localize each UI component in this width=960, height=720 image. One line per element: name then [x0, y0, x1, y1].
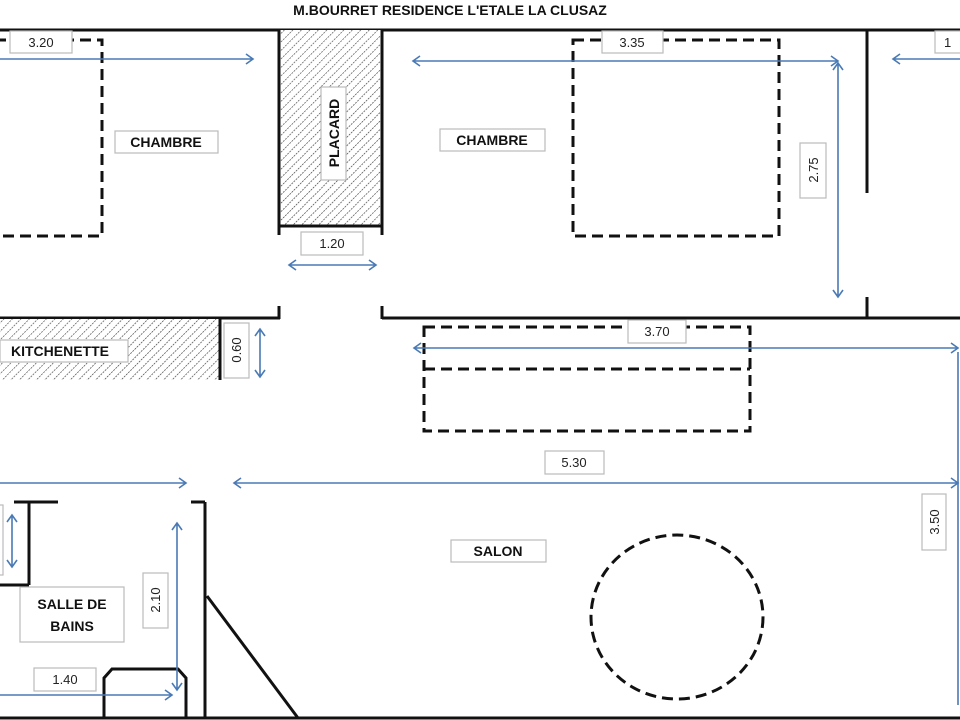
placard-closet: PLACARD — [277, 30, 384, 235]
dim-3-35: 3.35 — [601, 30, 664, 54]
label-text: 3.70 — [644, 324, 669, 339]
label-text: 5.30 — [561, 455, 586, 470]
label-text: 3.50 — [927, 509, 942, 534]
dim-3-50: 3.50 — [921, 493, 947, 551]
bathtub-fixture — [102, 667, 188, 718]
label-text: 1.40 — [52, 672, 77, 687]
label-text: 0.60 — [229, 337, 244, 362]
label-text: CHAMBRE — [130, 134, 202, 150]
dim-2-75: 2.75 — [799, 142, 827, 199]
kitchenette-label: KITCHENETTE — [11, 343, 109, 359]
bed-left — [0, 38, 104, 238]
label-text: SALLE DE — [37, 596, 106, 612]
dim-3-70: 3.70 — [627, 319, 687, 344]
label-text: SALON — [474, 543, 523, 559]
label-text: 1.20 — [319, 236, 344, 251]
sofa — [422, 325, 752, 433]
label-text: 1 — [944, 35, 951, 50]
placard-label: PLACARD — [326, 99, 342, 167]
label-text: 3.20 — [28, 35, 53, 50]
walls — [0, 28, 960, 720]
dim-right-partial: 1 — [934, 30, 960, 54]
dim-2-10: 2.10 — [142, 572, 169, 629]
dim-5-30: 5.30 — [544, 450, 605, 475]
dim-1-20: 1.20 — [300, 231, 364, 256]
label-text: CHAMBRE — [456, 132, 528, 148]
bed-right — [571, 38, 781, 238]
dimension-arrows — [0, 53, 960, 705]
room-chambre-right: CHAMBRE — [439, 128, 546, 152]
room-salon: SALON — [450, 539, 547, 563]
label-text: 2.10 — [148, 587, 163, 612]
label-text: 3.35 — [619, 35, 644, 50]
label-text: BAINS — [50, 618, 94, 634]
plan-title: M.BOURRET RESIDENCE L'ETALE LA CLUSAZ — [293, 2, 607, 18]
room-salle-de-bains: SALLE DE BAINS — [19, 586, 125, 643]
kitchenette-counter: KITCHENETTE — [0, 318, 222, 380]
dim-3-20: 3.20 — [9, 30, 73, 54]
dim-box-cut-off — [0, 504, 4, 576]
label-text: 2.75 — [806, 157, 821, 182]
dim-0-60: 0.60 — [223, 322, 250, 379]
dim-1-40: 1.40 — [33, 667, 97, 692]
round-table — [589, 533, 765, 701]
room-chambre-left: CHAMBRE — [114, 130, 219, 154]
door-swing-line — [205, 595, 300, 719]
